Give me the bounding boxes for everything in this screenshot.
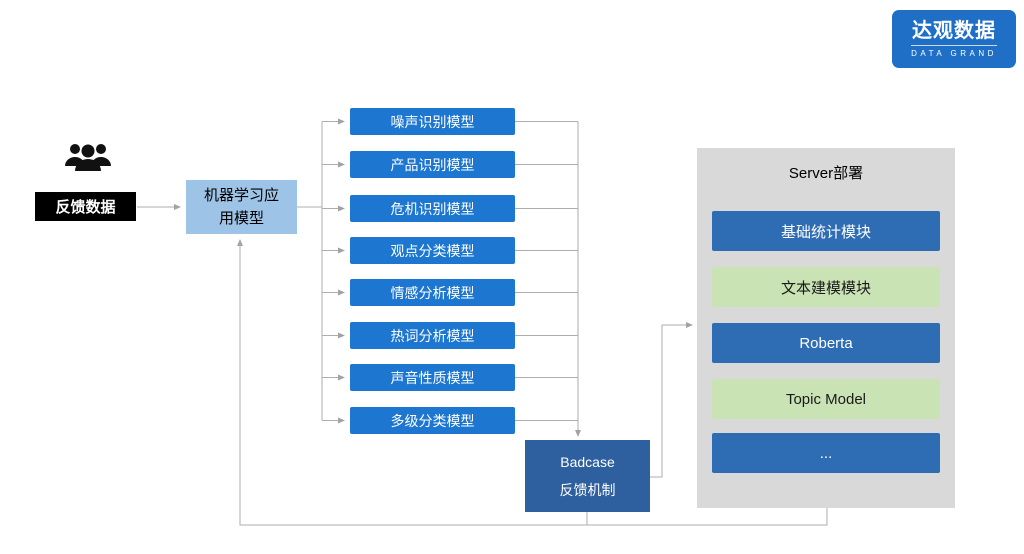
server-deploy-title: Server部署	[788, 165, 864, 182]
module-ellipsis: ...	[712, 433, 940, 473]
model-box-sentiment: 情感分析模型	[350, 279, 515, 306]
badcase-line2: 反馈机制	[559, 482, 616, 498]
model-box-product: 产品识别模型	[350, 151, 515, 178]
module-text-modeling: 文本建模模块	[712, 267, 940, 307]
module-roberta: Roberta	[712, 323, 940, 363]
model-box-multilevel: 多级分类模型	[350, 407, 515, 434]
ml-application-model-line1: 机器学习应	[203, 186, 279, 204]
connector-badcase-to-server	[650, 322, 693, 478]
people-group-icon	[64, 140, 112, 174]
logo-title: 达观数据	[912, 20, 996, 42]
ml-application-model-line2: 用模型	[218, 210, 264, 227]
model-box-voice: 声音性质模型	[350, 364, 515, 391]
feedback-data-label: 反馈数据	[35, 192, 136, 221]
model-box-viewpoint: 观点分类模型	[350, 237, 515, 264]
datagrand-logo: 达观数据 DATA GRAND	[892, 10, 1016, 68]
model-box-hotword: 热词分析模型	[350, 322, 515, 349]
ml-application-model-box: 机器学习应 用模型	[186, 180, 297, 234]
badcase-feedback-box: Badcase 反馈机制	[525, 440, 650, 512]
module-basic-statistics: 基础统计模块	[712, 211, 940, 251]
model-box-crisis: 危机识别模型	[350, 195, 515, 222]
model-box-noise: 噪声识别模型	[350, 108, 515, 135]
badcase-line1: Badcase	[560, 454, 615, 470]
logo-subtitle: DATA GRAND	[911, 45, 997, 58]
module-topic-model: Topic Model	[712, 379, 940, 419]
